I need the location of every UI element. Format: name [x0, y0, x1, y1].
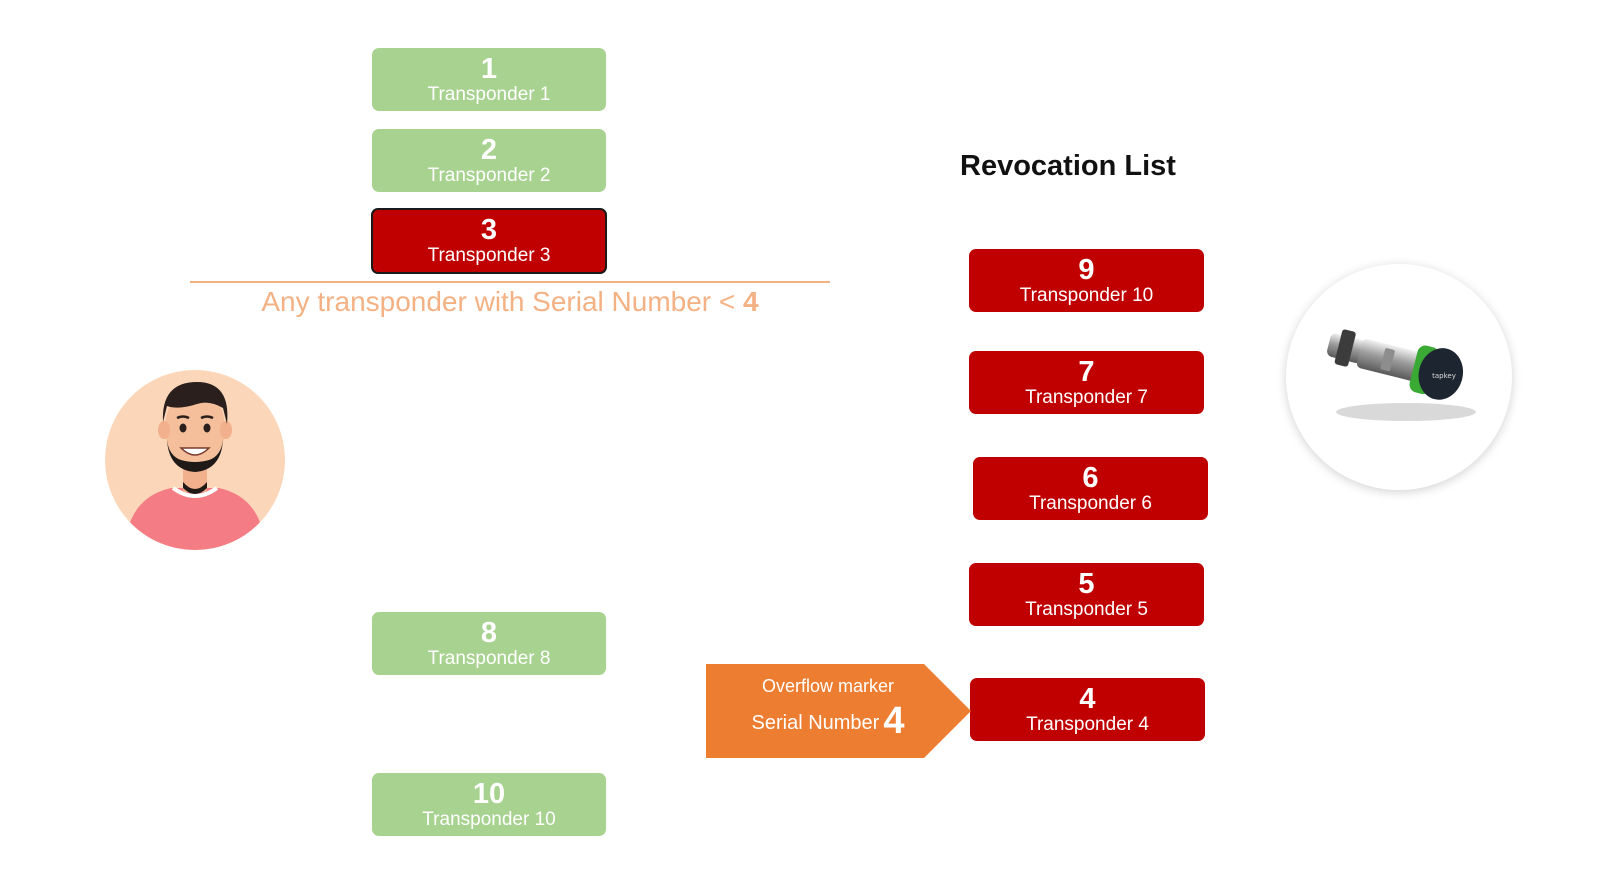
- threshold-line: [190, 281, 830, 283]
- transponder-number: 4: [1079, 682, 1096, 715]
- transponder-3-tile: 3 Transponder 3: [371, 208, 607, 274]
- transponder-label: Transponder 8: [427, 647, 551, 669]
- transponder-label: Transponder 4: [1026, 713, 1149, 735]
- lock-brand-text: tapkey: [1432, 372, 1456, 380]
- transponder-8-tile: 8 Transponder 8: [372, 612, 606, 675]
- transponder-number: 2: [480, 133, 498, 166]
- transponder-number: 5: [1078, 567, 1095, 600]
- transponder-label: Transponder 1: [427, 83, 551, 105]
- transponder-10-tile: 10 Transponder 10: [372, 773, 606, 836]
- overflow-marker-serial-label: Serial Number: [751, 712, 880, 734]
- transponder-number: 3: [480, 214, 498, 246]
- transponder-label: Transponder 3: [427, 245, 551, 266]
- transponder-number: 7: [1078, 355, 1095, 388]
- revoked-transponder-6-tile: 6 Transponder 6: [973, 457, 1208, 520]
- revoked-transponder-5-tile: 5 Transponder 5: [969, 563, 1204, 626]
- transponder-number: 10: [472, 777, 506, 810]
- transponder-label: Transponder 10: [422, 808, 556, 830]
- transponder-number: 9: [1078, 253, 1095, 286]
- threshold-caption-number: 4: [743, 286, 759, 317]
- transponder-label: Transponder 6: [1029, 492, 1152, 514]
- overflow-marker-label: Overflow marker: [761, 676, 895, 696]
- transponder-label: Transponder 7: [1025, 386, 1148, 408]
- person-avatar-icon: [105, 370, 285, 550]
- transponder-number: 8: [480, 616, 498, 649]
- transponder-number: 6: [1082, 461, 1099, 494]
- threshold-caption-text: Any transponder with Serial Number <: [261, 286, 744, 317]
- smart-lock-badge: tapkey: [1286, 264, 1512, 490]
- transponder-1-tile: 1 Transponder 1: [372, 48, 606, 111]
- smart-lock-icon: tapkey: [1327, 329, 1476, 421]
- overflow-marker-serial-number: 4: [883, 700, 905, 742]
- transponder-2-tile: 2 Transponder 2: [372, 129, 606, 192]
- revoked-transponder-7-tile: 7 Transponder 7: [969, 351, 1204, 414]
- revoked-transponder-9-tile: 9 Transponder 10: [969, 249, 1204, 312]
- revocation-list-title: Revocation List: [960, 150, 1176, 182]
- arrow-shape-icon: [706, 664, 971, 758]
- transponder-number: 1: [480, 52, 498, 85]
- transponder-label: Transponder 10: [1019, 284, 1154, 306]
- transponder-label: Transponder 2: [427, 164, 551, 186]
- revoked-transponder-4-tile: 4 Transponder 4: [970, 678, 1205, 741]
- threshold-caption: Any transponder with Serial Number < 4: [190, 286, 830, 318]
- transponder-label: Transponder 5: [1025, 598, 1148, 620]
